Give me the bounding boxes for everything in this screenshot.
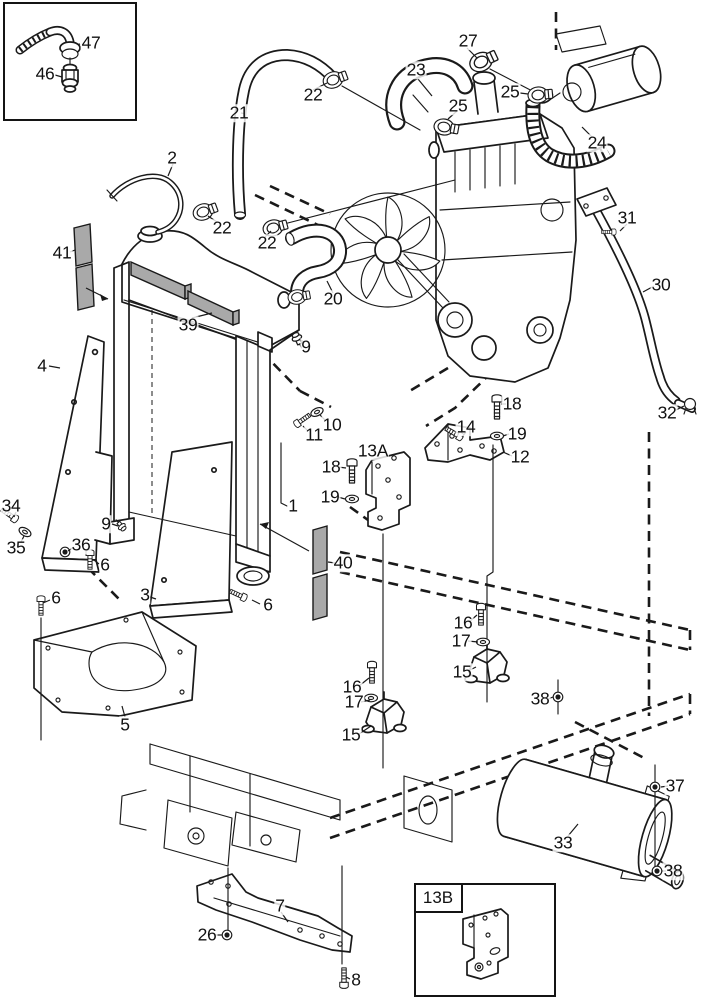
frame-crossmember-plate xyxy=(403,775,453,843)
part-callout-15-44: 15 xyxy=(340,724,362,745)
part-callout-13a-22: 13A xyxy=(356,440,390,461)
part-callout-8-52: 8 xyxy=(350,969,362,990)
bottom-shield-5 xyxy=(33,611,197,717)
part-callout-12-28: 12 xyxy=(509,446,531,467)
part-callout-6-34: 6 xyxy=(99,554,111,575)
part-callout-21-7: 21 xyxy=(228,102,250,123)
radiator-1 xyxy=(109,225,300,586)
inset-13b-title: 13B xyxy=(413,882,463,913)
part-callout-1-29: 1 xyxy=(287,495,299,516)
bolt-16-icon xyxy=(475,602,487,626)
part-callout-25-5: 25 xyxy=(499,81,521,102)
part-callout-17-40: 17 xyxy=(450,630,472,651)
part-callout-38-45: 38 xyxy=(529,688,551,709)
bolt-6-icon xyxy=(36,595,46,616)
side-plate-4 xyxy=(41,335,113,573)
part-callout-18-23: 18 xyxy=(320,456,342,477)
part-callout-46-1: 46 xyxy=(34,63,56,84)
side-plate-3 xyxy=(149,441,233,619)
part-callout-32-18: 32 xyxy=(656,402,678,423)
overflow-hose-2 xyxy=(106,173,184,235)
part-callout-5-46: 5 xyxy=(119,714,131,735)
washer-17-icon xyxy=(475,637,491,647)
part-callout-30-17: 30 xyxy=(650,274,672,295)
pointer-line-1 xyxy=(259,523,310,552)
clamp-27-icon xyxy=(466,45,501,76)
part-callout-18-26: 18 xyxy=(501,393,523,414)
clamp-32-icon xyxy=(683,397,697,415)
part-callout-22-8: 22 xyxy=(302,84,324,105)
inset-box-fitting-kit xyxy=(3,2,137,121)
cooling-fan xyxy=(330,192,450,309)
front-frame-section xyxy=(119,743,341,867)
bracket-13a xyxy=(365,451,411,531)
seal-strip-40 xyxy=(312,525,328,621)
part-callout-4-19: 4 xyxy=(36,355,48,376)
part-callout-6-38: 6 xyxy=(262,594,274,615)
part-callout-7-50: 7 xyxy=(274,895,286,916)
bolt-16-icon xyxy=(366,660,378,684)
part-callout-40-37: 40 xyxy=(332,552,354,573)
bolt-18-icon xyxy=(491,394,503,420)
part-callout-24-6: 24 xyxy=(586,132,608,153)
part-callout-35-31: 35 xyxy=(5,537,27,558)
part-callout-47-0: 47 xyxy=(80,32,102,53)
part-callout-11-21: 11 xyxy=(304,424,324,445)
part-callout-37-48: 37 xyxy=(664,775,686,796)
part-callout-39-13: 39 xyxy=(177,314,199,335)
part-callout-22-11: 22 xyxy=(256,232,278,253)
part-callout-3-36: 3 xyxy=(139,584,151,605)
fasteners xyxy=(0,45,697,989)
fitting-kit-drawing xyxy=(15,25,81,93)
part-callout-34-30: 34 xyxy=(0,495,22,516)
seal-strip-39 xyxy=(130,260,240,327)
part-callout-38-49: 38 xyxy=(662,860,684,881)
part-callout-26-51: 26 xyxy=(196,924,218,945)
bracket-13b-drawing xyxy=(462,908,509,980)
part-callout-9-33: 9 xyxy=(100,513,112,534)
part-callout-23-3: 23 xyxy=(405,59,427,80)
nut-38-icon xyxy=(552,691,564,703)
nut-37-icon xyxy=(649,781,661,793)
chassis-frame-rails xyxy=(87,12,692,840)
part-callout-15-41: 15 xyxy=(451,661,473,682)
nut-36-icon xyxy=(59,546,71,558)
part-callout-27-2: 27 xyxy=(457,30,479,51)
bolt-6-icon xyxy=(228,587,249,603)
part-callout-16-39: 16 xyxy=(452,612,474,633)
pointer-arrowhead-1 xyxy=(260,522,269,529)
part-callout-14-25: 14 xyxy=(455,416,477,437)
part-callout-16-42: 16 xyxy=(341,676,363,697)
part-callout-20-14: 20 xyxy=(322,288,344,309)
nut-26-icon xyxy=(221,929,233,941)
part-callout-36-32: 36 xyxy=(70,534,92,555)
part-callout-19-27: 19 xyxy=(506,423,528,444)
part-callout-2-9: 2 xyxy=(166,147,178,168)
part-callout-6-35: 6 xyxy=(50,587,62,608)
washer-19-icon xyxy=(344,494,360,504)
air-compressor xyxy=(536,25,662,113)
part-callout-10-20: 10 xyxy=(321,414,343,435)
part-callout-25-4: 25 xyxy=(447,95,469,116)
engine-assembly xyxy=(428,71,577,383)
part-callout-22-10: 22 xyxy=(211,217,233,238)
inset-box-13b: 13B xyxy=(413,882,556,997)
washer-19-icon xyxy=(489,431,505,441)
part-callout-31-16: 31 xyxy=(616,207,638,228)
bolt-18-icon xyxy=(346,458,358,484)
nut-38-icon xyxy=(651,865,663,877)
part-callout-19-24: 19 xyxy=(319,486,341,507)
part-callout-41-12: 41 xyxy=(51,242,73,263)
part-callout-9-15: 9 xyxy=(300,336,312,357)
part-callout-33-47: 33 xyxy=(552,832,574,853)
seal-strip-41 xyxy=(73,223,109,311)
part-callout-17-43: 17 xyxy=(343,691,365,712)
